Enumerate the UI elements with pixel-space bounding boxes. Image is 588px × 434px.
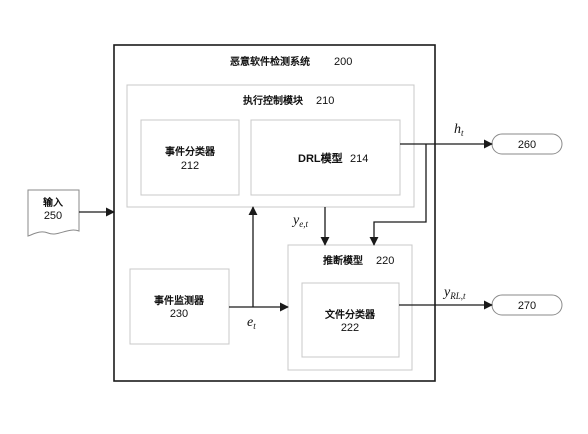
y-e-t-label: ye,t [291,213,308,229]
execution-control-title: 执行控制模块 [243,94,304,107]
drl-model-number: 214 [350,153,368,165]
input-document-shape [27,189,80,237]
y-rl-t-label: yRL,t [442,285,466,301]
output-260-label: 260 [518,139,536,151]
event-classifier-number: 212 [181,160,199,172]
inference-model-title: 推断模型 [323,254,363,267]
event-monitor-number: 230 [170,308,188,320]
inference-model-number: 220 [376,255,394,267]
output-270-label: 270 [518,300,536,312]
system-title: 恶意软件检测系统 [230,55,310,68]
file-classifier-number: 222 [341,322,359,334]
input-title: 输入 [43,196,63,209]
h-t-label: ht [454,122,464,138]
drl-model-box [250,119,401,196]
file-classifier-box [301,282,400,358]
event-monitor-title: 事件监测器 [154,294,205,307]
event-classifier-title: 事件分类器 [165,145,216,158]
drl-to-inference-arrow [369,144,427,246]
event-classifier-box [140,119,240,196]
execution-control-number: 210 [316,95,334,107]
input-number: 250 [44,210,62,222]
file-classifier-title: 文件分类器 [325,308,376,321]
e-t-label: et [247,315,256,331]
system-number: 200 [334,56,352,68]
drl-model-title: DRL模型 [298,151,343,165]
event-monitor-box [129,268,230,345]
